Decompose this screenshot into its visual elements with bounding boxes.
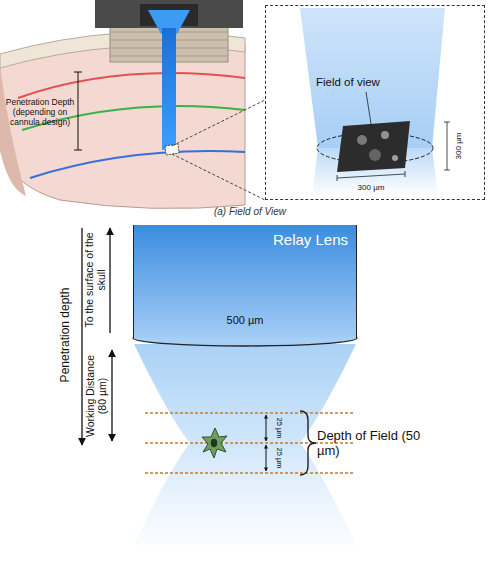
dimension-arrow	[266, 415, 267, 441]
fov-cell	[369, 149, 381, 161]
dimension-label: Depth of Field (50 µm)	[317, 429, 429, 459]
cell-nucleus	[211, 439, 217, 447]
figure-caption: (a) Field of View	[214, 206, 286, 218]
leader-line	[366, 92, 372, 130]
lens-label: Relay Lens	[273, 231, 348, 248]
leader-line	[172, 100, 265, 200]
fov-cell	[357, 135, 367, 145]
fov-cell	[392, 155, 398, 161]
fov-cell	[381, 131, 389, 139]
brain-region-line	[18, 73, 245, 98]
dimension-arrow	[266, 445, 267, 471]
brain-cut-face	[0, 66, 26, 196]
panel-label: Field of view	[316, 76, 380, 89]
dimension-label: 300 µm	[346, 183, 396, 192]
neuron-cell	[202, 428, 227, 458]
dimension-label: 300 µm	[454, 121, 463, 171]
light-fade	[312, 148, 438, 196]
axis-label: Penetration depth	[59, 235, 73, 435]
brain-section	[0, 38, 245, 209]
distance-arrow	[111, 350, 112, 441]
dimension-label: 25 µm	[275, 408, 284, 448]
axis-label: Working Distance (80 µm)	[84, 348, 108, 444]
dimension-label: 25 µm	[275, 438, 284, 478]
dimension-line	[337, 171, 405, 181]
depth-arrow	[109, 228, 110, 333]
dimension-label: 500 µm	[210, 314, 280, 327]
axis-label: To the surface of the skull	[83, 224, 107, 336]
depth-arrow	[81, 228, 82, 445]
inset-panel: Field of view	[265, 5, 485, 200]
brace	[300, 411, 316, 475]
dimension-bar	[74, 72, 82, 150]
dimension-line	[444, 122, 450, 170]
dimension-label: Penetration Depth (depending on cannula …	[2, 98, 78, 127]
fov-image	[337, 121, 410, 172]
light-beam	[162, 28, 176, 150]
